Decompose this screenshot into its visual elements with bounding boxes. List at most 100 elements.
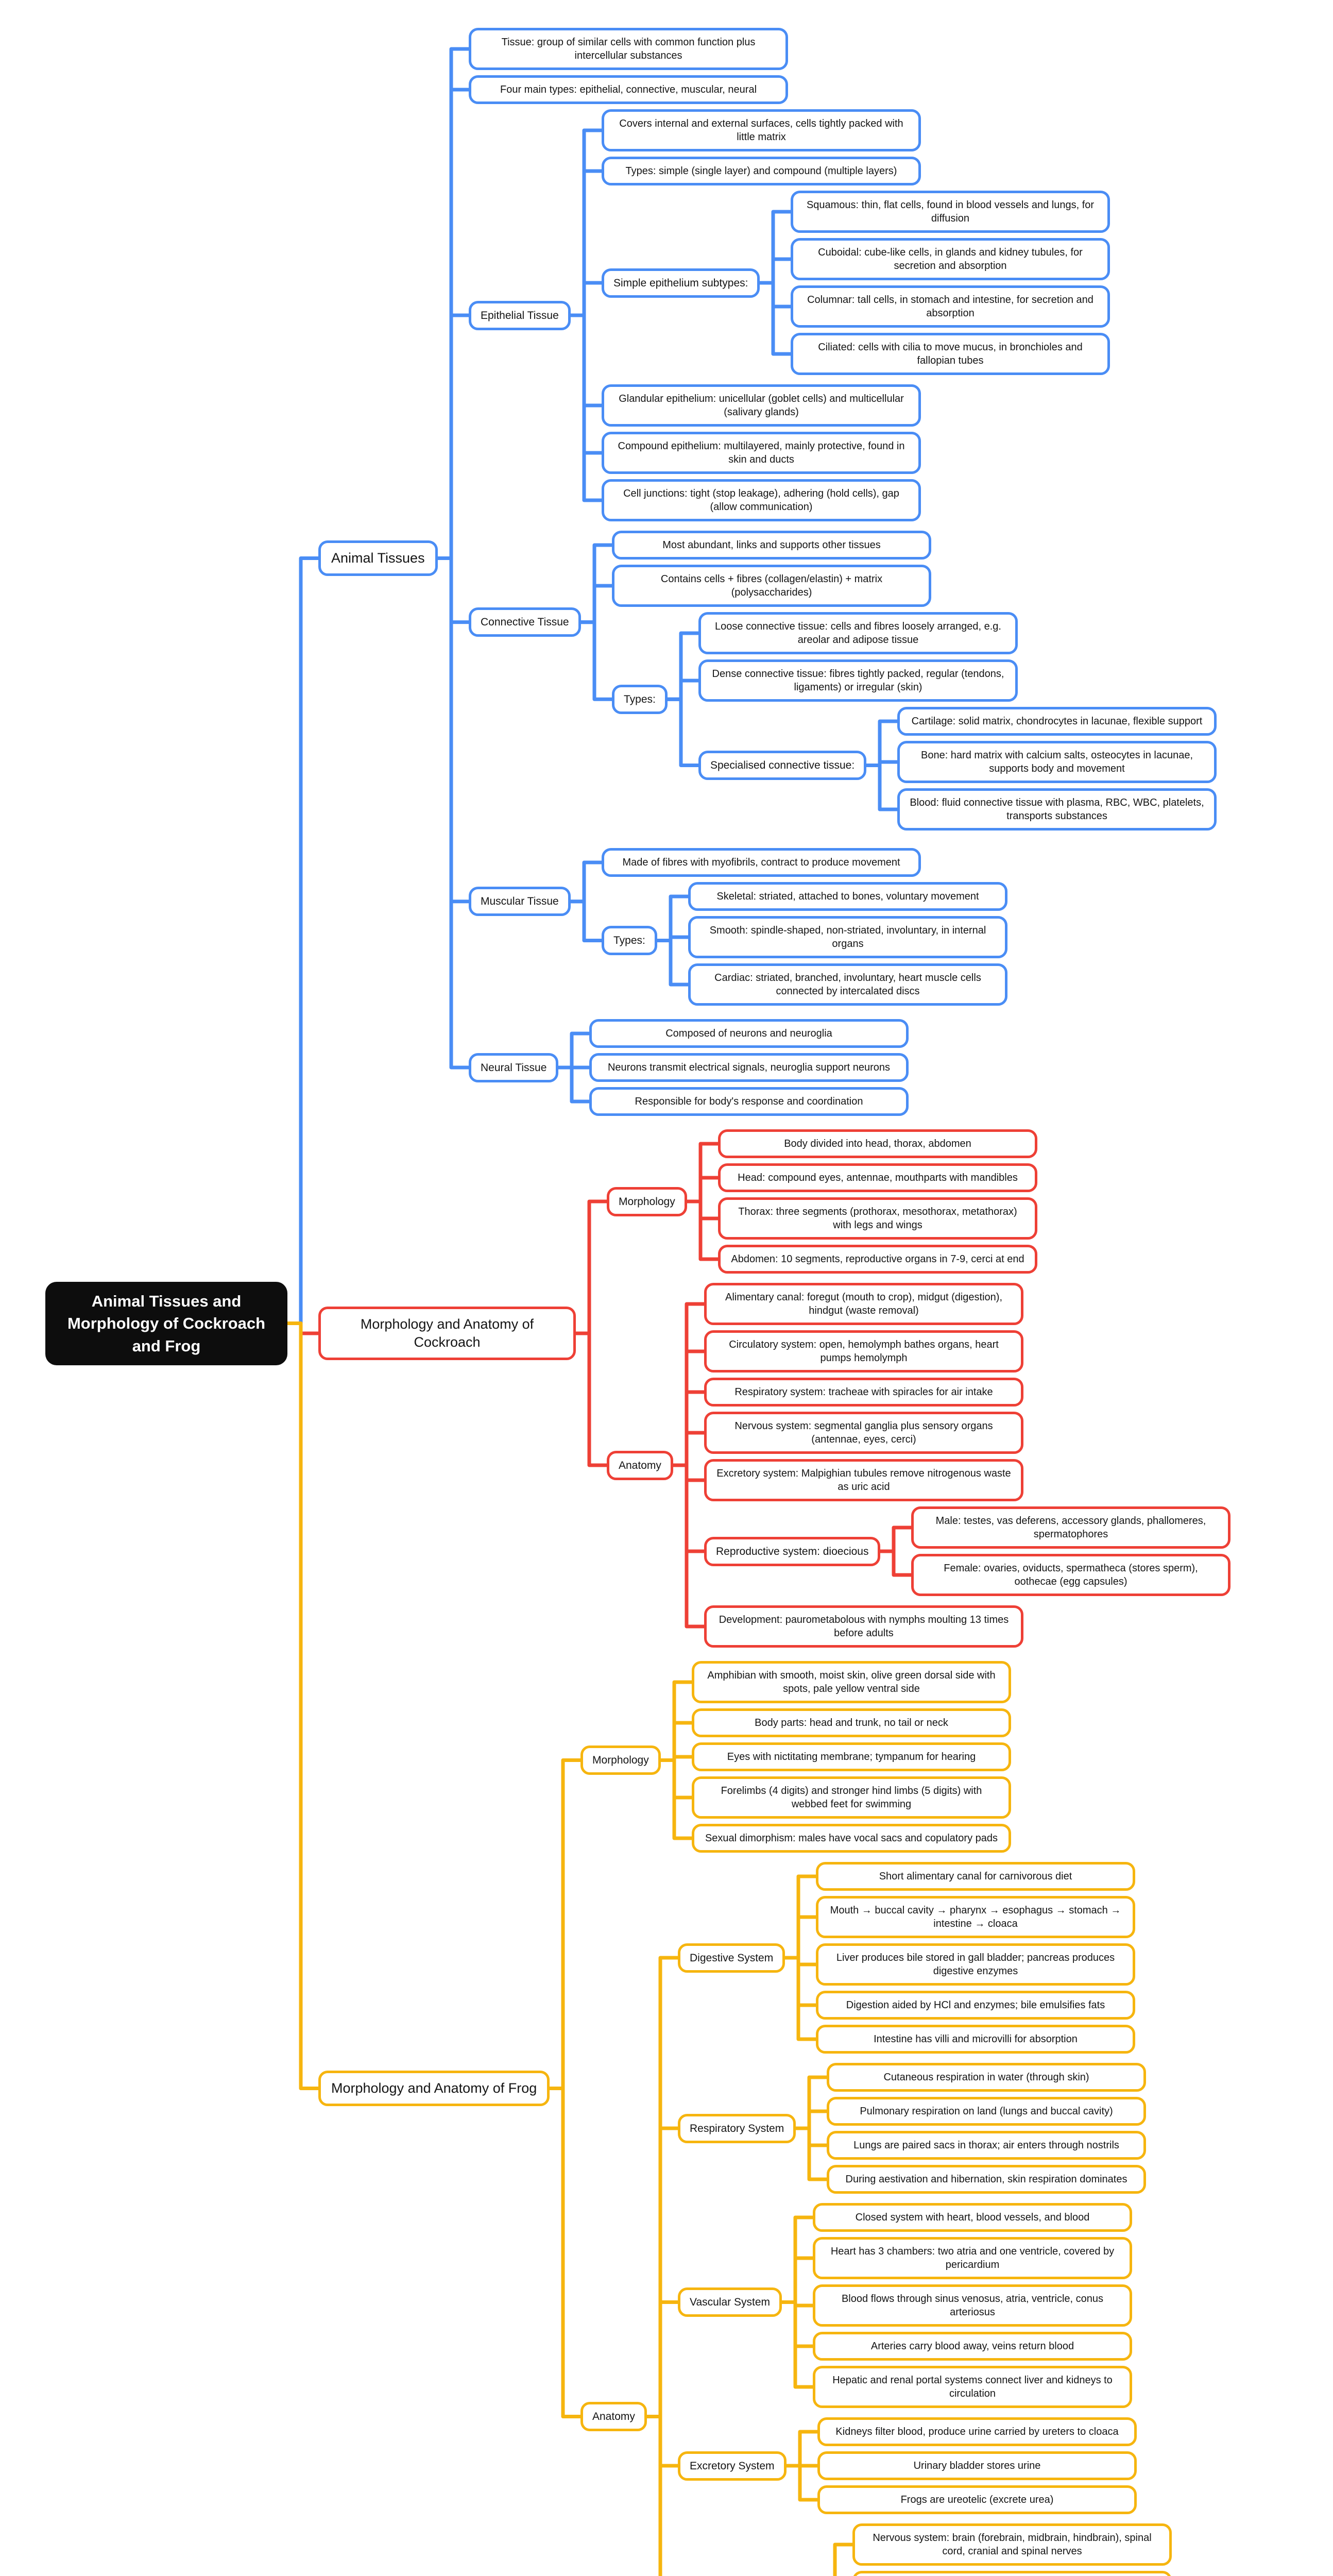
leaf-respiratory-system-tracheae-with: Respiratory system: tracheae with spirac… bbox=[704, 1378, 1023, 1406]
connector bbox=[555, 1065, 593, 1104]
connector bbox=[863, 719, 901, 767]
leaf-dense-connective-tissue-fibres: Dense connective tissue: fibres tightly … bbox=[698, 659, 1018, 702]
leaf-circulatory-system-open-hemolymph: Circulatory system: open, hemolymph bath… bbox=[704, 1330, 1023, 1372]
connector bbox=[546, 1758, 584, 2090]
connector bbox=[670, 1463, 708, 1553]
branch-morphology-and-anatomy-of: Morphology and Anatomy of Frog bbox=[318, 2071, 550, 2107]
connector bbox=[644, 2415, 662, 2576]
connector bbox=[435, 47, 472, 560]
topic-respiratory-system: Respiratory System bbox=[678, 2114, 796, 2144]
connector bbox=[779, 2256, 816, 2304]
topic-specialised-connective-tissue: Specialised connective tissue: bbox=[698, 751, 867, 781]
leaf-blood-fluid-connective-tissue: Blood: fluid connective tissue with plas… bbox=[897, 788, 1217, 831]
leaf-cuboidal-cube-like-cells: Cuboidal: cube-like cells, in glands and… bbox=[791, 238, 1110, 280]
connector bbox=[568, 313, 605, 408]
connector bbox=[568, 900, 605, 942]
connector bbox=[670, 1463, 708, 1482]
connector bbox=[670, 1302, 708, 1467]
leaf-heart-has-3-chambers: Heart has 3 chambers: two atria and one … bbox=[813, 2237, 1132, 2279]
connector bbox=[684, 1142, 722, 1204]
topic-types: Types: bbox=[602, 926, 657, 956]
connector bbox=[658, 1758, 695, 1800]
connector bbox=[435, 556, 472, 1070]
leaf-glandular-epithelium-unicellular-goblet: Glandular epithelium: unicellular (goble… bbox=[602, 384, 921, 427]
connector bbox=[783, 2464, 821, 2502]
connector bbox=[654, 894, 692, 942]
topic-types: Types: bbox=[612, 685, 668, 715]
leaf-development-paurometabolous-with-nymphs: Development: paurometabolous with nymphs… bbox=[704, 1605, 1023, 1648]
leaf-endocrine-glands-pituitary-thyroid: Endocrine glands: pituitary, thyroid, ad… bbox=[852, 2571, 1172, 2576]
connector bbox=[284, 556, 322, 1325]
connector bbox=[644, 1956, 681, 2418]
leaf-four-main-types-epithelial: Four main types: epithelial, connective,… bbox=[469, 75, 788, 104]
connector bbox=[684, 1199, 722, 1221]
connector bbox=[877, 1526, 915, 1553]
leaf-squamous-thin-flat-cells: Squamous: thin, flat cells, found in blo… bbox=[791, 191, 1110, 233]
connector bbox=[644, 2415, 681, 2468]
topic-morphology: Morphology bbox=[607, 1187, 687, 1217]
leaf-thorax-three-segments-prothorax: Thorax: three segments (prothorax, mesot… bbox=[718, 1197, 1037, 1240]
connector bbox=[782, 1915, 819, 1960]
leaf-tissue-group-of-similar: Tissue: group of similar cells with comm… bbox=[469, 28, 788, 70]
connector bbox=[863, 764, 901, 811]
connector bbox=[555, 1031, 593, 1070]
connector bbox=[664, 697, 702, 767]
connector bbox=[779, 2300, 816, 2348]
connector bbox=[568, 169, 605, 317]
connector bbox=[284, 1321, 322, 2090]
leaf-types-simple-single-layer: Types: simple (single layer) and compoun… bbox=[602, 157, 921, 185]
leaf-alimentary-canal-foregut-mouth: Alimentary canal: foregut (mouth to crop… bbox=[704, 1283, 1023, 1325]
topic-epithelial-tissue: Epithelial Tissue bbox=[469, 301, 571, 331]
topic-reproductive-system-dioecious: Reproductive system: dioecious bbox=[704, 1537, 881, 1567]
leaf-urinary-bladder-stores-urine: Urinary bladder stores urine bbox=[817, 2451, 1137, 2480]
leaf-most-abundant-links-and: Most abundant, links and supports other … bbox=[612, 531, 931, 560]
leaf-ciliated-cells-with-cilia: Ciliated: cells with cilia to move mucus… bbox=[791, 333, 1110, 375]
connector bbox=[757, 257, 794, 285]
leaf-blood-flows-through-sinus: Blood flows through sinus venosus, atria… bbox=[813, 2284, 1132, 2327]
leaf-intestine-has-villi-and: Intestine has villi and microvilli for a… bbox=[816, 2025, 1135, 2054]
topic-connective-tissue: Connective Tissue bbox=[469, 607, 581, 637]
connector bbox=[644, 2126, 681, 2418]
connector bbox=[779, 2300, 816, 2389]
connector bbox=[757, 210, 794, 285]
connector bbox=[435, 313, 472, 560]
topic-muscular-tissue: Muscular Tissue bbox=[469, 887, 571, 917]
leaf-responsible-for-body-s: Responsible for body's response and coor… bbox=[589, 1087, 909, 1116]
topic-digestive-system: Digestive System bbox=[678, 1943, 785, 1973]
leaf-body-parts-head-and: Body parts: head and trunk, no tail or n… bbox=[692, 1708, 1011, 1737]
leaf-pulmonary-respiration-on-land: Pulmonary respiration on land (lungs and… bbox=[827, 2097, 1146, 2126]
topic-neural-tissue: Neural Tissue bbox=[469, 1053, 559, 1083]
leaf-frogs-are-ureotelic-excrete: Frogs are ureotelic (excrete urea) bbox=[817, 2485, 1137, 2514]
leaf-sexual-dimorphism-males-have: Sexual dimorphism: males have vocal sacs… bbox=[692, 1824, 1011, 1853]
leaf-forelimbs-4-digits-and: Forelimbs (4 digits) and stronger hind l… bbox=[692, 1776, 1011, 1819]
leaf-kidneys-filter-blood-produce: Kidneys filter blood, produce urine carr… bbox=[817, 2417, 1137, 2446]
connector bbox=[578, 620, 616, 701]
branch-morphology-and-anatomy-of: Morphology and Anatomy of Cockroach bbox=[318, 1307, 576, 1361]
connector bbox=[793, 2109, 830, 2130]
connector bbox=[568, 128, 605, 317]
connector bbox=[684, 1199, 722, 1261]
leaf-female-ovaries-oviducts-spermatheca: Female: ovaries, oviducts, spermatheca (… bbox=[911, 1554, 1231, 1596]
leaf-covers-internal-and-external: Covers internal and external surfaces, c… bbox=[602, 109, 921, 151]
topic-excretory-system: Excretory System bbox=[678, 2451, 787, 2481]
connector bbox=[654, 939, 692, 987]
connector bbox=[578, 543, 616, 624]
leaf-liver-produces-bile-stored: Liver produces bile stored in gall bladd… bbox=[816, 1943, 1135, 1986]
root-node: Animal Tissues and Morphology of Cockroa… bbox=[45, 1282, 287, 1366]
connector bbox=[568, 313, 605, 502]
leaf-bone-hard-matrix-with: Bone: hard matrix with calcium salts, os… bbox=[897, 741, 1217, 783]
leaf-neurons-transmit-electrical-signals: Neurons transmit electrical signals, neu… bbox=[589, 1053, 909, 1082]
connector bbox=[435, 556, 472, 904]
leaf-smooth-spindle-shaped-non: Smooth: spindle-shaped, non-striated, in… bbox=[688, 916, 1007, 958]
connector bbox=[658, 1758, 695, 1840]
leaf-male-testes-vas-deferens: Male: testes, vas deferens, accessory gl… bbox=[911, 1506, 1231, 1549]
leaf-abdomen-10-segments-reproductive: Abdomen: 10 segments, reproductive organ… bbox=[718, 1245, 1037, 1274]
leaf-loose-connective-tissue-cells: Loose connective tissue: cells and fibre… bbox=[698, 612, 1018, 654]
topic-morphology: Morphology bbox=[580, 1745, 661, 1775]
connector bbox=[793, 2075, 830, 2130]
connector bbox=[644, 2300, 681, 2418]
leaf-nervous-system-segmental-ganglia: Nervous system: segmental ganglia plus s… bbox=[704, 1412, 1023, 1454]
leaf-nervous-system-brain-forebrain: Nervous system: brain (forebrain, midbra… bbox=[852, 2523, 1172, 2566]
